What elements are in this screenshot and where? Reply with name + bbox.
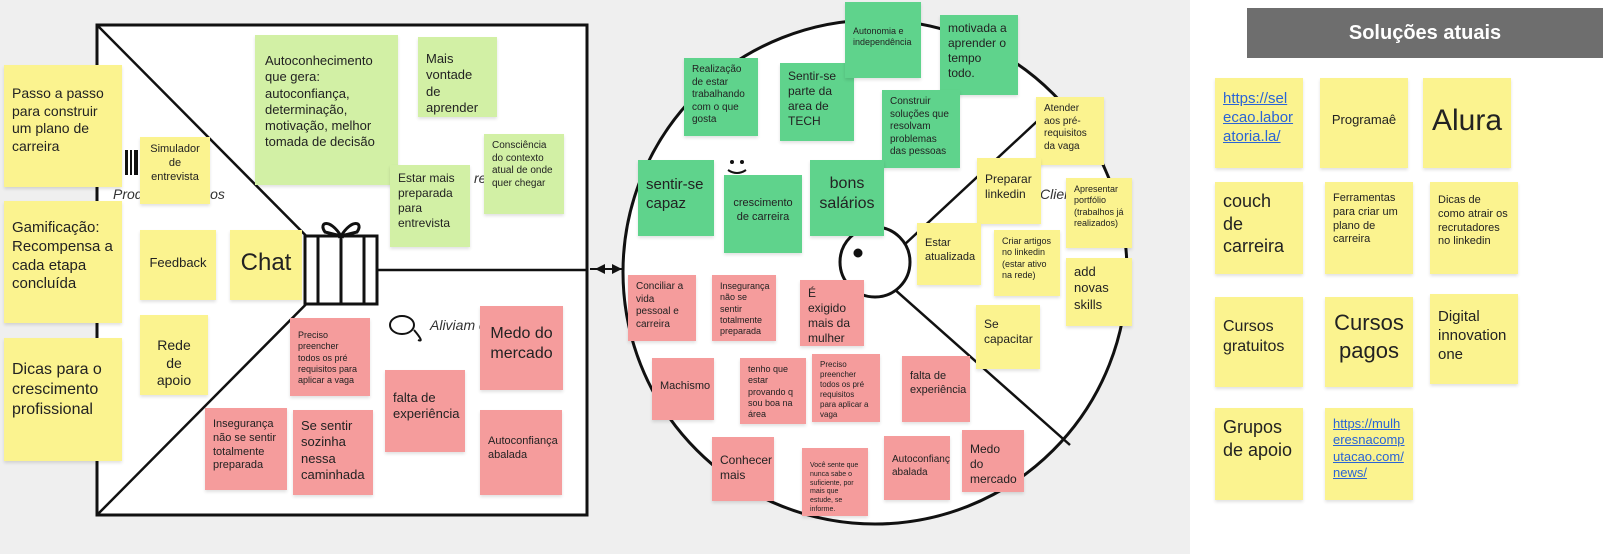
sticky-note[interactable]: Conhecer mais	[712, 437, 774, 501]
section-title-customer-jobs: Clien	[1040, 186, 1072, 202]
sticky-note[interactable]: Medo do mercado	[962, 430, 1024, 492]
sticky-note[interactable]: Digital innovation one	[1430, 294, 1518, 384]
sticky-note[interactable]: Estar mais preparada para entrevista	[390, 165, 470, 247]
sticky-note[interactable]: Autoconfiança abalada	[884, 436, 950, 500]
sticky-note[interactable]: Grupos de apoio	[1215, 408, 1303, 500]
sticky-note[interactable]: bons salários	[810, 160, 884, 236]
sticky-note[interactable]: Realização de estar trabalhando com o qu…	[684, 58, 758, 136]
mouse-icon	[389, 315, 422, 342]
sticky-note[interactable]: Sentir-se parte da area de TECH	[780, 63, 854, 141]
sticky-note[interactable]: Gamificação: Recompensa a cada etapa con…	[4, 201, 122, 323]
sticky-note[interactable]: Simulador de entrevista	[140, 137, 210, 204]
sticky-note[interactable]: Feedback	[140, 230, 216, 300]
sticky-note[interactable]: Mais vontade de aprender	[418, 37, 497, 117]
sticky-note[interactable]: Autoconhecimento que gera: autoconfiança…	[255, 35, 398, 185]
sticky-note[interactable]: Machismo	[652, 358, 714, 420]
sticky-note[interactable]: Insegurança não se sentir totalmente pre…	[712, 275, 776, 341]
sticky-note[interactable]: Se sentir sozinha nessa caminhada	[293, 410, 373, 495]
sticky-note[interactable]: Preciso preencher todos os pré requisito…	[812, 354, 880, 422]
sticky-note[interactable]: Cursos pagos	[1325, 297, 1413, 387]
sticky-note[interactable]: Dicas para o crescimento profissional	[4, 338, 122, 461]
face-icon	[838, 225, 912, 299]
sticky-note[interactable]: Alura	[1423, 78, 1511, 168]
solutions-panel-title: Soluções atuais	[1247, 8, 1603, 58]
sticky-note[interactable]: Atender aos pré-requisitos da vaga	[1036, 97, 1104, 165]
sticky-note[interactable]: falta de experiência	[385, 370, 465, 452]
sticky-note[interactable]: Criar artigos no linkedin (estar ativo n…	[994, 230, 1060, 296]
section-title-pains-relievers: Aliviam d	[430, 317, 487, 333]
sticky-note[interactable]: Dicas de como atrair os recrutadores no …	[1430, 182, 1518, 274]
sticky-note[interactable]: Preciso preencher todos os pré requisito…	[290, 318, 370, 396]
sticky-note[interactable]: add novas skills	[1066, 258, 1132, 326]
sticky-note[interactable]: crescimento de carreira	[724, 175, 802, 253]
whiteboard-canvas[interactable]: Prod iços res Aliviam d Clien s Passo a …	[0, 0, 1190, 554]
sticky-note[interactable]: Ferramentas para criar um plano de carre…	[1325, 182, 1413, 274]
sticky-note[interactable]: Autoconfiança abalada	[480, 410, 562, 495]
sticky-note[interactable]: Medo do mercado	[480, 306, 563, 390]
sticky-note[interactable]: Conciliar a vida pessoal e carreira	[628, 275, 696, 341]
sticky-note[interactable]: Chat	[230, 230, 302, 300]
solution-link-mulheres-na-computacao[interactable]: https://mulheresnacomputacao.com/news/	[1325, 408, 1413, 500]
sticky-note[interactable]: Você sente que nunca sabe o suficiente, …	[802, 448, 868, 516]
sticky-note[interactable]: couch de carreira	[1215, 182, 1303, 274]
sticky-note[interactable]: Construir soluções que resolvam problema…	[882, 90, 960, 168]
sticky-note[interactable]: motivada a aprender o tempo todo.	[940, 15, 1018, 95]
sticky-note[interactable]: Insegurança não se sentir totalmente pre…	[205, 408, 287, 490]
sticky-note[interactable]: Se capacitar	[976, 305, 1040, 369]
sticky-note[interactable]: Programaê	[1320, 78, 1408, 168]
sticky-note[interactable]: falta de experiência	[902, 356, 970, 422]
sticky-note[interactable]: Passo a passo para construir um plano de…	[4, 65, 122, 187]
sticky-note[interactable]: Consciência do contexto atual de onde qu…	[484, 134, 564, 214]
sticky-note[interactable]: Autonomia e independência	[845, 2, 921, 78]
sticky-note[interactable]: Apresentar portfólio (trabalhos já reali…	[1066, 178, 1132, 248]
sticky-note[interactable]: tenho que estar provando q sou boa na ár…	[740, 358, 806, 424]
sticky-note[interactable]: sentir-se capaz	[638, 160, 714, 236]
sticky-note[interactable]: É exigido mais da mulher	[800, 280, 864, 346]
solution-link-laboratoria[interactable]: https://selecao.laboratoria.la/	[1215, 78, 1303, 168]
gift-icon	[303, 222, 379, 306]
sticky-note[interactable]: Estar atualizada	[917, 223, 981, 285]
sticky-note[interactable]: Cursos gratuitos	[1215, 297, 1303, 387]
section-title-products: Prod	[113, 186, 143, 202]
sticky-note[interactable]: Preparar linkedin	[977, 158, 1041, 224]
sticky-note[interactable]: Rede de apoio	[140, 315, 208, 395]
